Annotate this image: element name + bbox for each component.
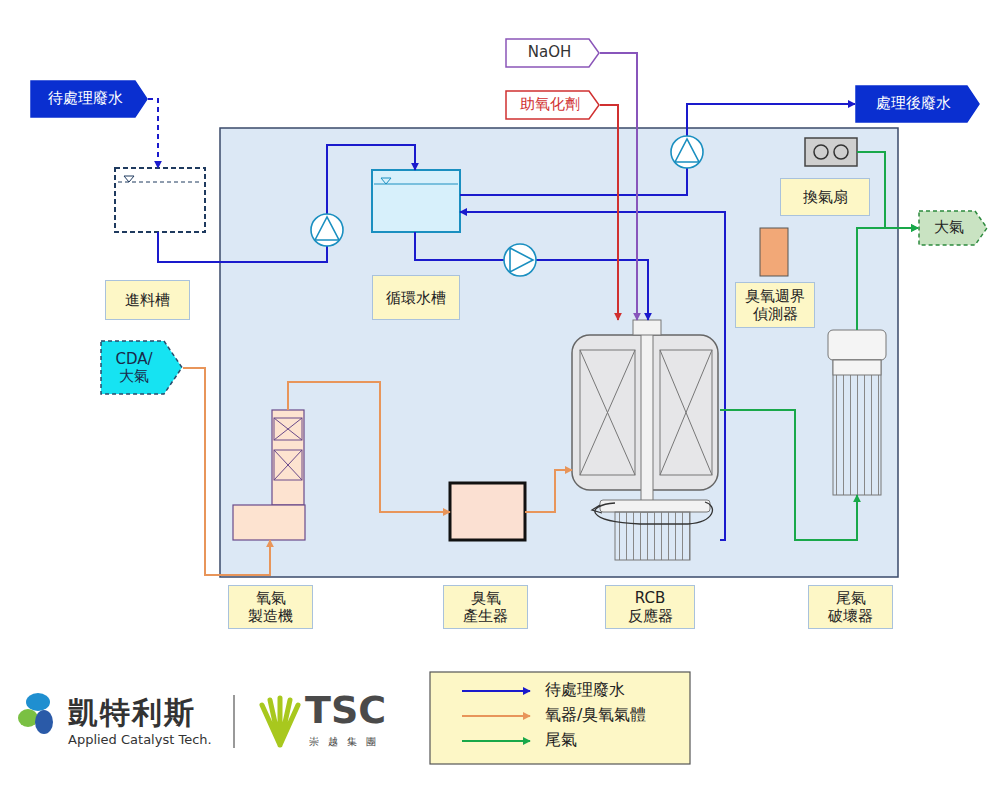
circulation-tank bbox=[372, 170, 460, 232]
equipment-label: 臭氧週界 偵測器 bbox=[742, 287, 808, 323]
tag-outline bbox=[856, 86, 979, 122]
flow-tag: NaOH bbox=[505, 38, 600, 68]
pipe-connector bbox=[600, 53, 637, 320]
flow-tag: 助氧化劑 bbox=[505, 90, 600, 120]
equipment-label: 換氣扇 bbox=[803, 188, 848, 206]
equipment: 氧氣 製造機 bbox=[233, 410, 305, 540]
rcb-reactor bbox=[572, 320, 718, 560]
equipment: 換氣扇 bbox=[805, 138, 857, 166]
equipment: RCB 反應器 bbox=[572, 320, 720, 560]
equipment-label-box: 循環水槽 bbox=[372, 275, 460, 320]
legend-line-sample bbox=[462, 715, 530, 717]
tag-outline bbox=[31, 81, 147, 117]
legend-text: 尾氣 bbox=[545, 730, 577, 751]
pipe-connector bbox=[158, 145, 415, 262]
ozone-generator bbox=[450, 483, 525, 540]
pipe-connector bbox=[460, 212, 725, 540]
equipment: 臭氧週界 偵測器 bbox=[760, 228, 788, 276]
tag-label: NaOH bbox=[527, 44, 572, 61]
equipment-label-box: 臭氧 產生器 bbox=[443, 585, 528, 629]
equipment-label: 循環水槽 bbox=[386, 289, 446, 307]
pipe-connector bbox=[148, 99, 158, 168]
tag-label: 待處理廢水 bbox=[47, 90, 123, 107]
equipment-label: 進料槽 bbox=[125, 291, 170, 309]
ozone-detector bbox=[760, 228, 788, 276]
tag-outline bbox=[506, 39, 599, 67]
feed-tank bbox=[115, 168, 205, 232]
equipment: 尾氣 破壞器 bbox=[828, 330, 886, 495]
logo-text: TSC bbox=[305, 688, 386, 732]
equipment-label: 臭氧 產生器 bbox=[450, 589, 521, 625]
legend-line-sample bbox=[462, 740, 530, 742]
flow-tag: CDA/ 大氣 bbox=[100, 340, 183, 395]
equipment-label-box: 尾氣 破壞器 bbox=[808, 585, 893, 629]
equipment-label-box: RCB 反應器 bbox=[605, 585, 695, 629]
tag-label: CDA/ 大氣 bbox=[109, 350, 159, 385]
equipment-label-box: 氧氣 製造機 bbox=[228, 585, 313, 629]
pipe-connector bbox=[600, 105, 618, 320]
oxygen-generator bbox=[233, 410, 305, 540]
logo-text: 凱特利斯 bbox=[68, 693, 196, 734]
legend-text: 氧器/臭氧氣體 bbox=[545, 705, 646, 726]
equipment-label-box: 進料槽 bbox=[105, 280, 190, 320]
pump-symbol bbox=[311, 136, 703, 276]
logo-text: 崇越集團 bbox=[309, 735, 385, 749]
pipe-connector bbox=[720, 410, 857, 540]
tag-outline bbox=[101, 341, 182, 394]
legend-line-sample bbox=[462, 690, 530, 692]
tag-outline bbox=[506, 91, 599, 119]
flow-tag: 待處理廢水 bbox=[30, 80, 148, 118]
equipment-label: RCB 反應器 bbox=[612, 589, 688, 625]
exhaust-fan bbox=[805, 138, 857, 166]
equipment: 進料槽 bbox=[115, 168, 205, 232]
legend-box bbox=[430, 672, 690, 764]
tag-label: 助氧化劑 bbox=[519, 96, 580, 113]
equipment: 循環水槽 bbox=[372, 170, 460, 232]
equipment-label-box: 換氣扇 bbox=[780, 178, 870, 216]
tag-outline bbox=[919, 211, 987, 245]
logo-text: Applied Catalyst Tech. bbox=[68, 732, 212, 747]
equipment: 臭氧 產生器 bbox=[450, 483, 525, 540]
equipment-label: 氧氣 製造機 bbox=[235, 589, 306, 625]
ozone-destroyer bbox=[828, 330, 886, 495]
tag-label: 大氣 bbox=[933, 219, 964, 236]
tag-label: 處理後廢水 bbox=[875, 95, 951, 112]
logo-icons bbox=[18, 693, 298, 748]
equipment-label: 尾氣 破壞器 bbox=[815, 589, 886, 625]
pipe-connector bbox=[857, 228, 918, 330]
flow-tag: 處理後廢水 bbox=[855, 85, 980, 123]
legend-text: 待處理廢水 bbox=[545, 680, 625, 701]
equipment-label-box: 臭氧週界 偵測器 bbox=[735, 282, 815, 328]
pipe-connector bbox=[525, 470, 572, 512]
pipe-connector bbox=[288, 382, 450, 512]
flow-tag: 大氣 bbox=[918, 210, 988, 246]
pipe-connector bbox=[183, 368, 270, 575]
